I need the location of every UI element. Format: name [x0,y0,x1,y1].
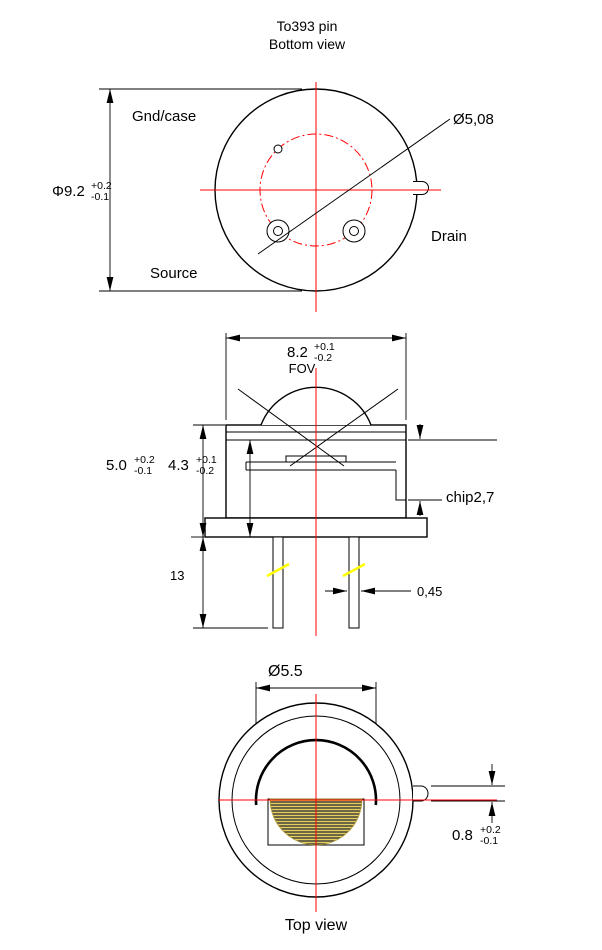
inner-height-tolerance-minus: -0.2 [196,465,214,477]
tab-tolerance-minus: -0.1 [480,835,498,847]
case-tab [413,785,429,802]
lead-break-mark [266,562,290,578]
top-view: Ø5.5 0.8 +0.2 -0.1 Top view [218,663,505,934]
cap-width-tolerance-plus: +0.1 [314,341,335,353]
total-height-tolerance-plus: +0.2 [134,454,155,466]
diameter-tolerance-plus: +0.2 [91,180,112,192]
internal-step [395,470,406,501]
inner-height-dimension-value: 4.3 [168,457,189,474]
total-height-tolerance-minus: -0.1 [134,465,152,477]
total-height-dimension-value: 5.0 [106,457,127,474]
lead-right [348,536,360,629]
diameter-dimension-value: Φ9.2 [52,183,85,200]
lens-diameter-dimension-value: Ø5.5 [268,663,303,680]
cap-width-dimension-value: 8.2 [287,344,308,361]
drain-pin-inner [349,226,359,236]
case-tab [413,181,429,195]
pin-bolt-circle [259,133,373,247]
view-title-line2: Bottom view [269,36,346,52]
fov-label: FOV [289,361,316,376]
source-pin-inner [273,226,283,236]
lead-length-dimension-value: 13 [170,568,184,583]
index-hole [273,144,283,154]
pin-circle-dimension: Ø5,08 [453,111,494,128]
lead-break-mark [342,562,366,578]
tab-dimension-value: 0.8 [452,827,473,844]
view-title-line1: To393 pin [277,18,338,34]
chip-dimension-label: chip2,7 [446,489,494,506]
tab-tolerance-plus: +0.2 [480,824,501,836]
drain-label: Drain [431,228,467,245]
gnd-case-label: Gnd/case [132,108,196,125]
bottom-view: To393 pin Bottom view Gnd/case Source Dr… [52,18,494,312]
fov-line [289,388,399,467]
diameter-tolerance-minus: -0.1 [91,191,109,203]
pin-circle-leader-line [257,118,451,255]
cap-width-tolerance-minus: -0.2 [314,352,332,364]
side-view: 8.2 +0.1 -0.2 FOV 5.0 +0.2 -0.1 4.3 +0.1… [106,333,497,636]
lead-width-dimension-value: 0,45 [417,584,442,599]
view-title: Top view [285,917,348,934]
lead-left [272,536,284,629]
source-label: Source [150,265,198,282]
fov-line [237,388,345,467]
inner-height-tolerance-plus: +0.1 [196,454,217,466]
